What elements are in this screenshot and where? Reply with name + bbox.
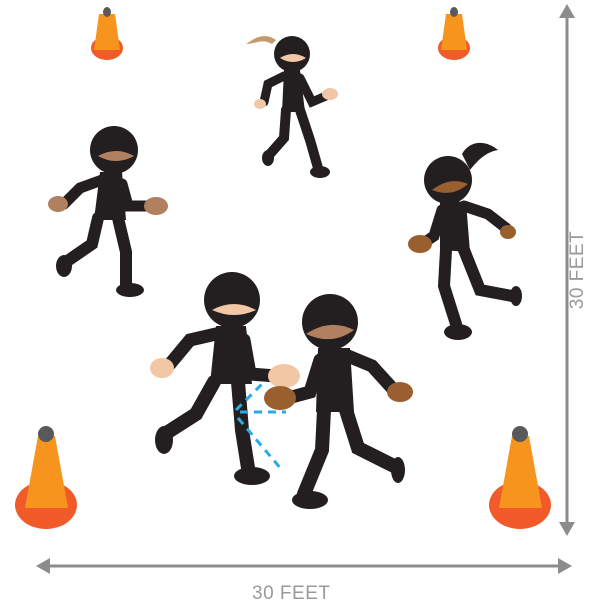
height-label: 30 FEET [567, 231, 589, 309]
width-dimension-arrow [36, 558, 572, 574]
cone-bottom-right [489, 426, 551, 529]
ninja-right-girl [408, 143, 522, 340]
cone-top-left [91, 7, 123, 60]
ninja-center-tagger [150, 272, 300, 485]
cone-bottom-left [15, 426, 77, 529]
ninja-top-girl [246, 36, 338, 178]
ninja-left [48, 126, 168, 297]
width-label: 30 FEET [252, 583, 330, 605]
cone-top-right [438, 7, 470, 60]
ninja-center-tagged [264, 294, 413, 509]
